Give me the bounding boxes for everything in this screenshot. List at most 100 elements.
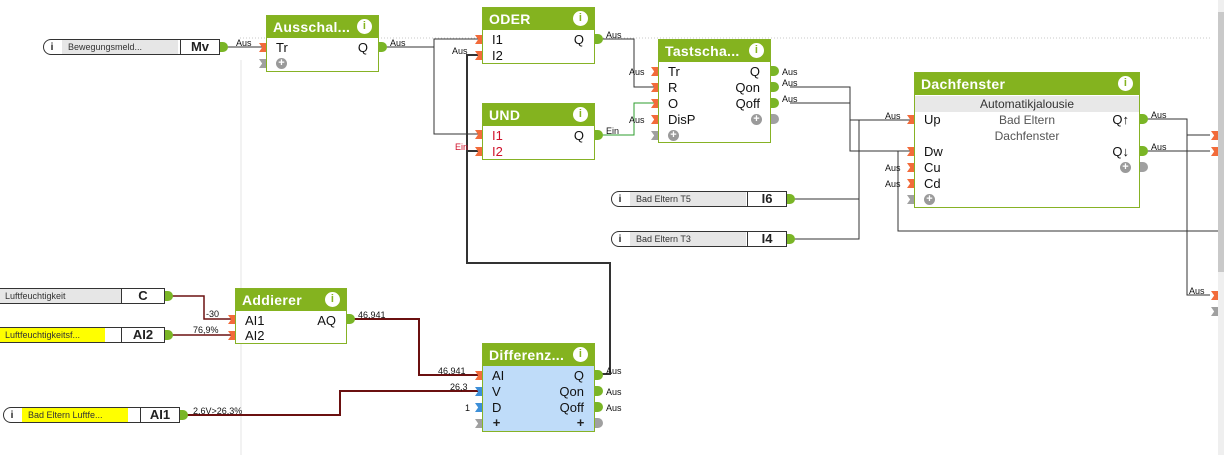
input-connector[interactable] (651, 131, 658, 140)
input-connector[interactable] (475, 387, 482, 396)
input-connector[interactable] (475, 403, 482, 412)
wire-label: Aus (236, 38, 252, 48)
info-icon[interactable]: i (573, 107, 588, 122)
output-connector[interactable] (771, 66, 779, 76)
input-connector[interactable] (228, 331, 235, 340)
wire-label: Aus (885, 163, 901, 173)
info-icon[interactable]: i (10, 410, 14, 421)
output-connector[interactable] (165, 291, 173, 301)
io-block-bewegungsmelder[interactable]: i Bewegungsmeld... Mv (43, 39, 220, 55)
wire-label: Aus (606, 403, 622, 413)
add-input-icon[interactable]: + (668, 130, 679, 141)
output-connector[interactable] (787, 234, 795, 244)
add-input-icon[interactable]: + (924, 194, 935, 205)
output-connector[interactable] (165, 330, 173, 340)
input-connector[interactable] (651, 99, 658, 108)
io-block-bad-eltern-luftfeuchte[interactable]: i Bad Eltern Luftfe... AI1 (3, 407, 180, 423)
info-icon[interactable]: i (1118, 76, 1133, 91)
input-connector[interactable] (1211, 131, 1218, 140)
info-icon[interactable]: i (573, 11, 588, 26)
input-connector[interactable] (1211, 147, 1218, 156)
input-connector[interactable] (1211, 291, 1218, 300)
add-input-icon[interactable]: + (492, 415, 501, 430)
output-connector[interactable] (771, 114, 779, 124)
input-connector[interactable] (259, 43, 266, 52)
output-connector[interactable] (1140, 162, 1148, 172)
input-connector[interactable] (651, 115, 658, 124)
info-icon[interactable]: i (50, 42, 54, 53)
output-connector[interactable] (771, 98, 779, 108)
input-connector[interactable] (475, 35, 482, 44)
input-connector[interactable] (228, 315, 235, 324)
pin-qoff: Qoff (559, 400, 584, 415)
input-connector[interactable] (651, 67, 658, 76)
input-connector[interactable] (907, 115, 914, 124)
input-connector[interactable] (907, 179, 914, 188)
pin-i1: I1 (492, 32, 503, 47)
output-connector[interactable] (595, 130, 603, 140)
output-connector[interactable] (595, 370, 603, 380)
info-icon[interactable]: i (357, 19, 372, 34)
info-icon[interactable]: i (618, 234, 622, 245)
info-icon[interactable]: i (325, 292, 340, 307)
input-connector[interactable] (907, 163, 914, 172)
output-connector[interactable] (1140, 114, 1148, 124)
info-icon[interactable]: i (573, 347, 588, 362)
io-block-bad-eltern-t3[interactable]: i Bad Eltern T3 I4 (611, 231, 787, 247)
input-connector[interactable] (651, 83, 658, 92)
output-connector[interactable] (595, 418, 603, 428)
io-block-bad-eltern-t5[interactable]: i Bad Eltern T5 I6 (611, 191, 787, 207)
wire-label: Aus (606, 366, 622, 376)
output-connector[interactable] (379, 42, 387, 52)
input-connector[interactable] (907, 147, 914, 156)
input-connector[interactable] (475, 371, 482, 380)
block-title: Tastscha... (665, 43, 740, 59)
input-connector[interactable] (1211, 307, 1218, 316)
block-header[interactable]: Ausschal...i (267, 16, 378, 38)
output-connector[interactable] (1140, 146, 1148, 156)
input-connector[interactable] (259, 59, 266, 68)
wire-label: Aus (885, 179, 901, 189)
input-connector[interactable] (475, 147, 482, 156)
output-connector[interactable] (180, 410, 188, 420)
info-icon[interactable]: i (749, 43, 764, 58)
info-icon[interactable]: i (618, 194, 622, 205)
wire-label: Aus (782, 67, 798, 77)
io-block-luftfeuchtigkeit[interactable]: Luftfeuchtigkeit C (0, 288, 165, 304)
block-header[interactable]: Differenz...i (483, 344, 594, 366)
vertical-scrollbar[interactable] (1218, 0, 1224, 455)
io-block-luftfeuchtigkeitsf[interactable]: Luftfeuchtigkeitsf... AI2 (0, 327, 165, 343)
add-input-icon[interactable]: + (276, 58, 287, 69)
output-connector[interactable] (220, 42, 228, 52)
output-connector[interactable] (347, 314, 355, 324)
output-connector[interactable] (771, 82, 779, 92)
block-tastschalter[interactable]: Tastscha...i Tr R O DisP Q Qon Qoff + + (658, 39, 771, 143)
add-output-icon[interactable]: + (576, 415, 585, 430)
block-header[interactable]: Tastscha... i (659, 40, 770, 62)
scrollbar-thumb[interactable] (1218, 12, 1224, 272)
block-differenz[interactable]: Differenz...i AI V D Q Qon Qoff + + (482, 343, 595, 432)
add-output-icon[interactable]: + (751, 114, 762, 125)
output-connector[interactable] (595, 402, 603, 412)
wire (790, 86, 910, 152)
add-output-icon[interactable]: + (1120, 162, 1131, 173)
input-connector[interactable] (475, 419, 482, 428)
input-connector[interactable] (907, 195, 914, 204)
input-connector[interactable] (475, 130, 482, 139)
block-ausschaltverzoegerung[interactable]: Ausschal...i Tr Q + (266, 15, 379, 72)
input-connector[interactable] (475, 51, 482, 60)
output-connector[interactable] (595, 34, 603, 44)
wire-label: Aus (782, 94, 798, 104)
pin-cu: Cu (924, 160, 941, 175)
output-connector[interactable] (787, 194, 795, 204)
output-connector[interactable] (595, 386, 603, 396)
